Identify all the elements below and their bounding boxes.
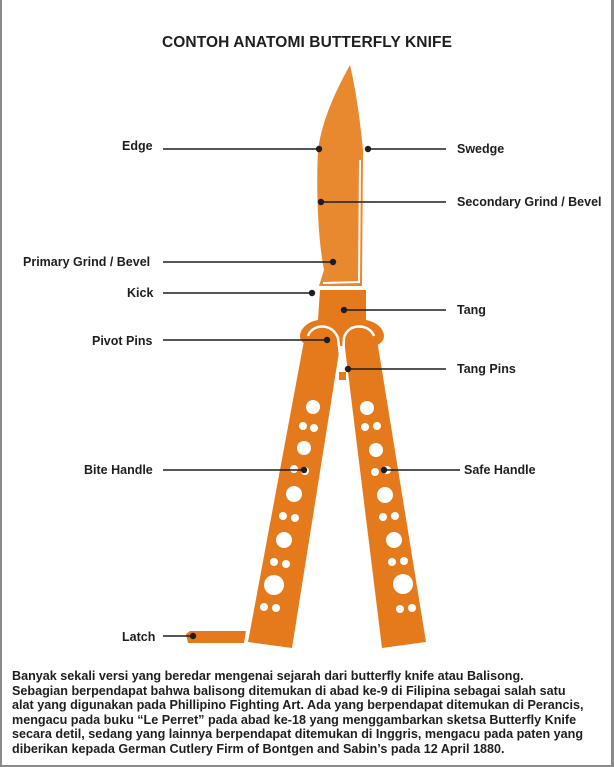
label-swedge: Swedge <box>457 142 505 156</box>
description-line: alat yang digunakan pada Phillipino Figh… <box>12 698 584 713</box>
label-safe-handle: Safe Handle <box>464 463 536 477</box>
label-primary-grind: Primary Grind / Bevel <box>23 255 151 269</box>
description-line: secara detil, sedang yang lainnya berpen… <box>12 727 584 742</box>
label-tang-pins: Tang Pins <box>457 362 516 376</box>
label-kick: Kick <box>127 286 154 300</box>
leader-lines <box>163 145 460 640</box>
blade-shape <box>317 65 363 286</box>
history-description: Banyak sekali versi yang beredar mengena… <box>12 669 607 757</box>
label-edge: Edge <box>122 139 153 153</box>
label-latch: Latch <box>122 630 156 644</box>
bite-handle-holes <box>260 400 320 612</box>
label-secondary-grind: Secondary Grind / Bevel <box>457 195 602 209</box>
label-tang: Tang <box>457 303 486 317</box>
safe-handle-shape <box>344 324 426 648</box>
description-line: Banyak sekali versi yang beredar mengena… <box>12 669 524 683</box>
safe-handle-holes <box>360 401 416 613</box>
description-line: Sebagian berpendapat bahwa balisong dite… <box>12 683 566 698</box>
description-line: mengacu pada buku “Le Perret” pada abad … <box>12 712 577 727</box>
description-line: diberikan kepada German Cutlery Firm of … <box>12 741 505 756</box>
bite-handle-shape <box>248 323 340 648</box>
diagram-title: CONTOH ANATOMI BUTTERFLY KNIFE <box>161 34 453 51</box>
bevel-line <box>322 159 361 284</box>
label-pivot-pins: Pivot Pins <box>92 334 153 348</box>
label-bite-handle: Bite Handle <box>84 463 153 477</box>
latch-shape <box>186 631 246 643</box>
